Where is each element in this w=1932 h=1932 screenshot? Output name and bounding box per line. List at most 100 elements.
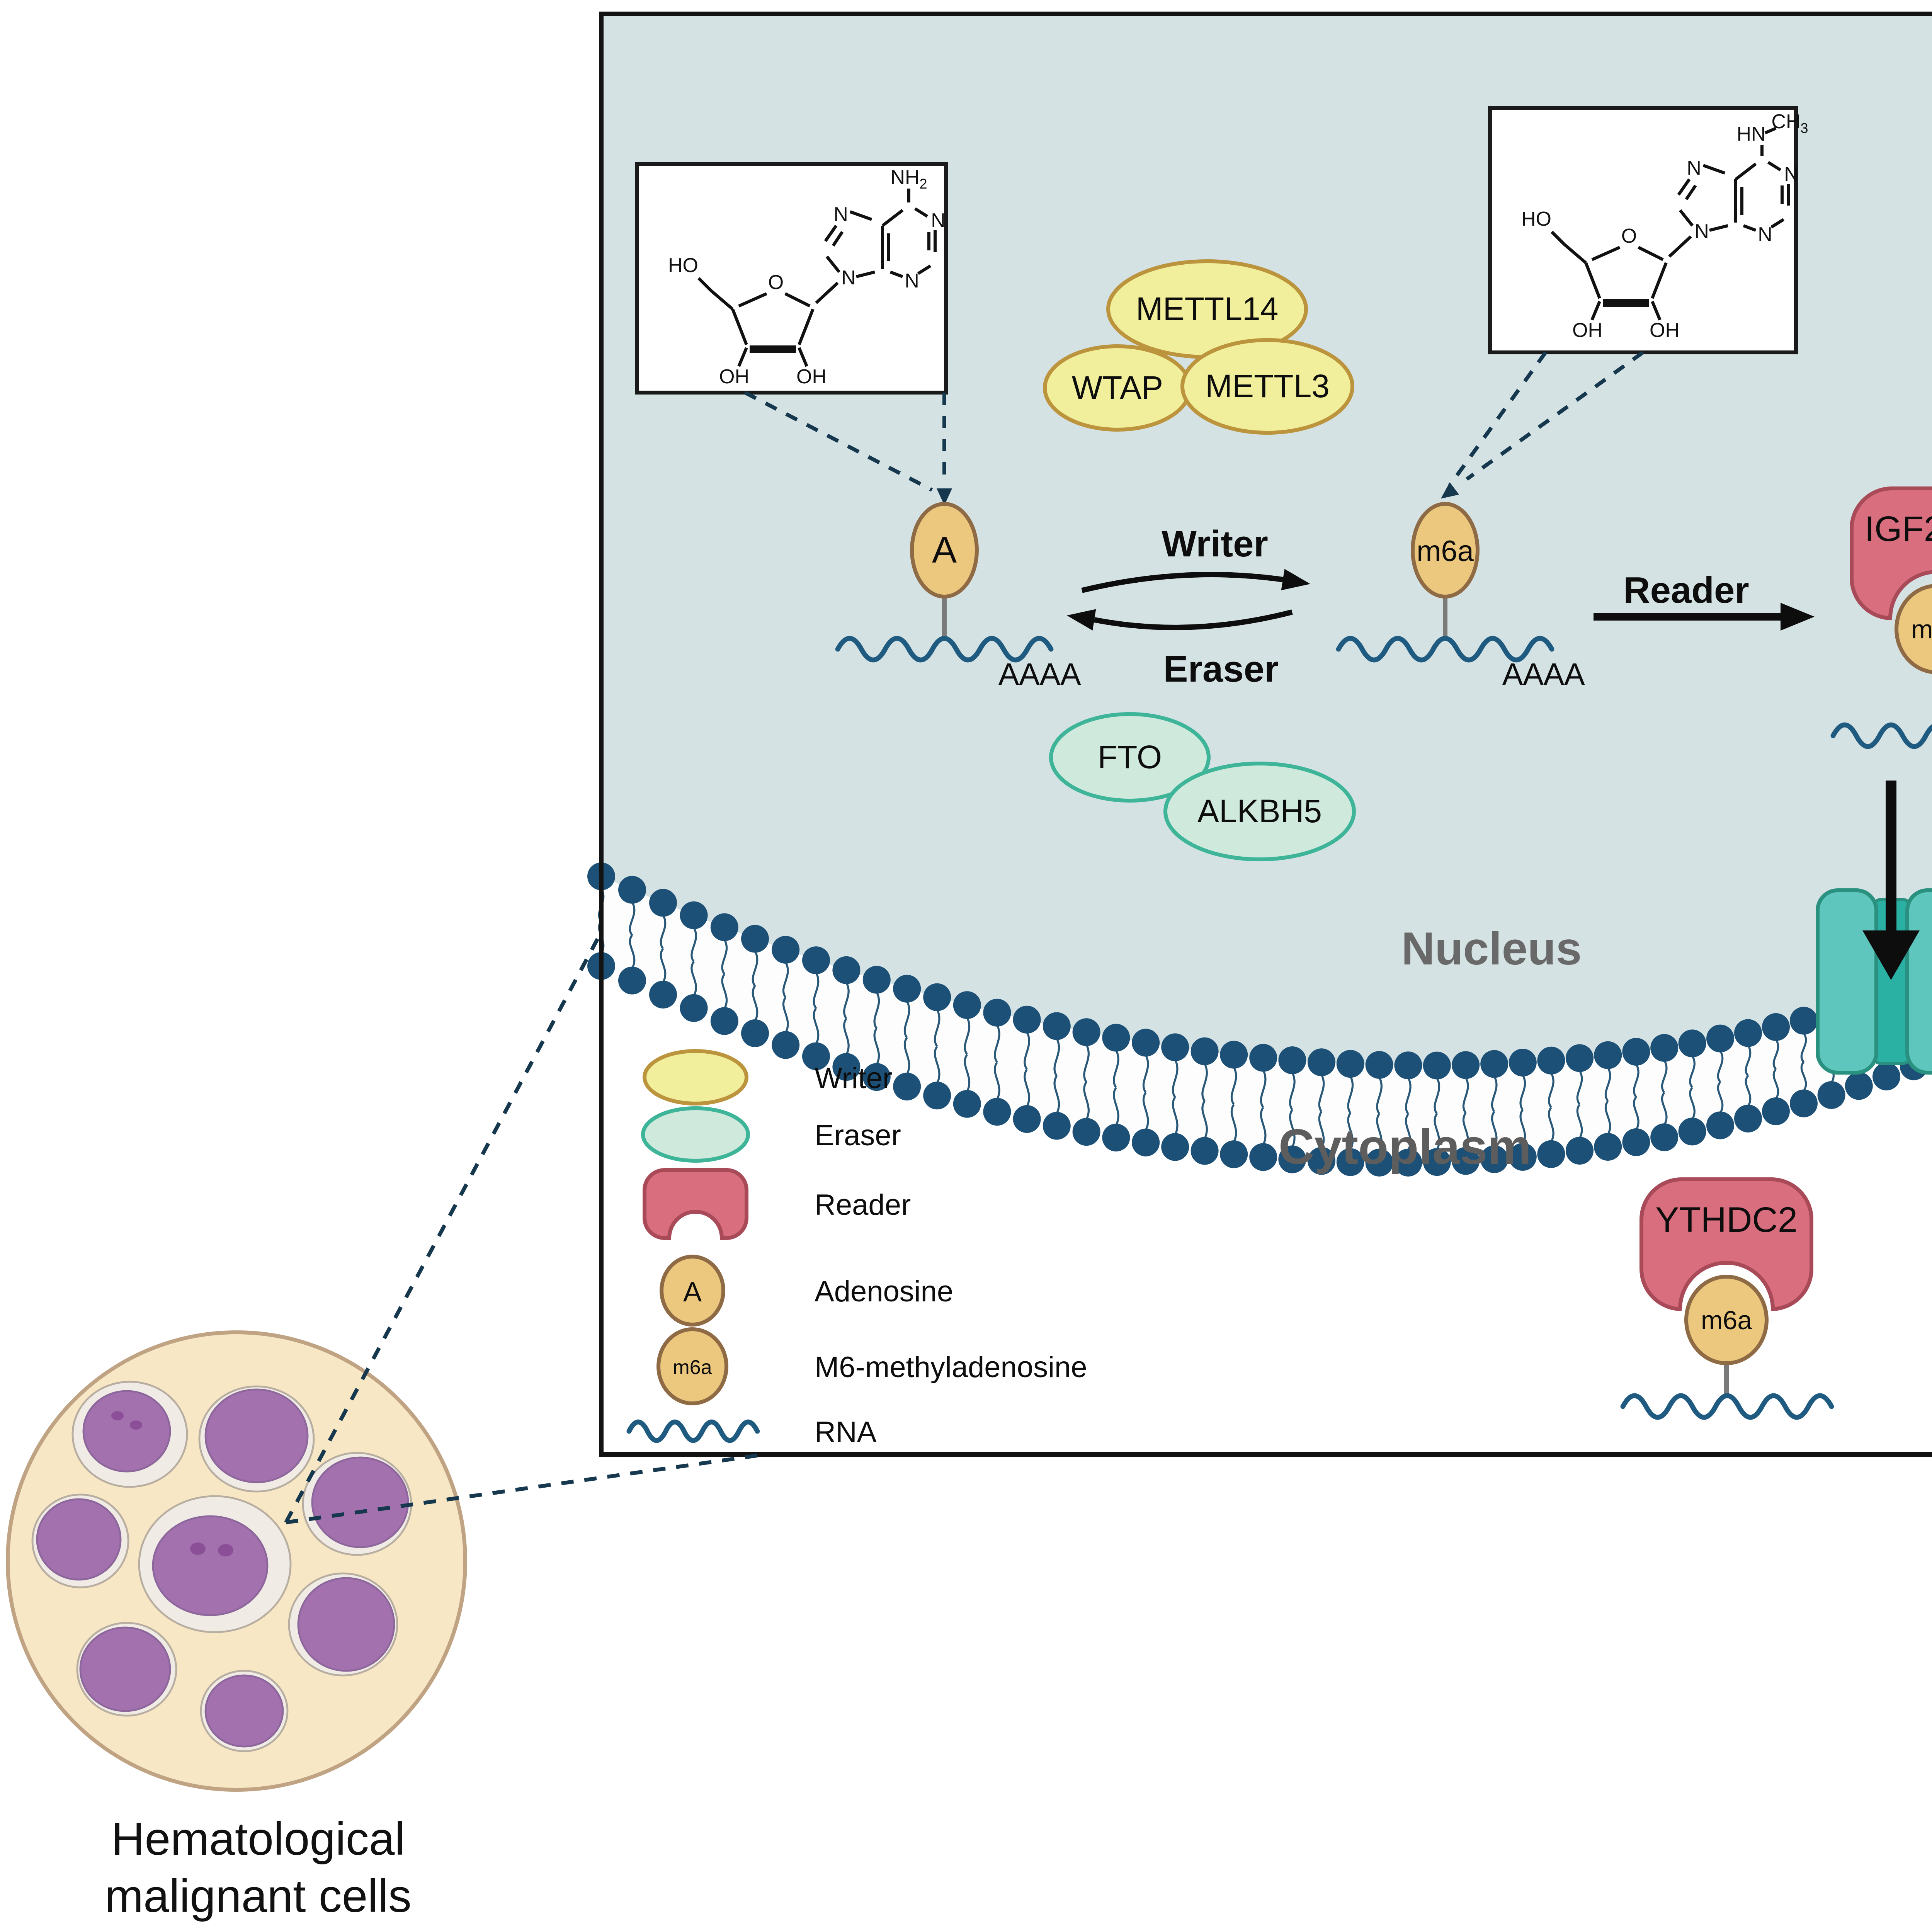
reader-swatch (643, 1168, 748, 1240)
eraser-arrow-label: Eraser (1163, 648, 1279, 690)
legend-item-writer: Writer (643, 1049, 892, 1105)
rna-strand (1830, 722, 1932, 749)
amine-group: HN (1736, 123, 1765, 145)
rna-strand (1336, 636, 1554, 663)
m6a-symbol: m6a (673, 1356, 712, 1379)
writer-arrowhead (1281, 569, 1311, 590)
export-arrow-head (1862, 930, 1920, 980)
adenosine-structure: N N N N NH2 O HO OH OH (668, 166, 946, 388)
legend-rna-label: RNA (815, 1416, 877, 1449)
legend-reader-label: Reader (815, 1189, 911, 1221)
mettl3-ellipse (1180, 338, 1354, 435)
legend-item-eraser: Eraser (641, 1106, 901, 1163)
rna-strand (835, 636, 1054, 663)
panel-border (599, 12, 1932, 1457)
inset-connector-upper (284, 931, 603, 1524)
writer-swatch (643, 1049, 748, 1105)
reader-ythdc2: YTHDC2 m6a (1620, 1177, 1834, 1420)
m6a-symbol: m6a (1911, 615, 1932, 644)
ring-oxygen: O (1621, 225, 1637, 247)
legend-item-reader: Reader (643, 1168, 911, 1240)
eraser-complex: FTO ALKBH5 (1049, 712, 1356, 861)
reader-arrowhead (1781, 603, 1815, 631)
legend-item-adenosine: A Adenosine (660, 1255, 953, 1327)
writer-arrow-label: Writer (1162, 523, 1268, 565)
methyladenosine-structure-box: N N N N HN CH3 O HO OH OH (1488, 106, 1808, 354)
reader-arrow: Reader (1594, 570, 1815, 631)
adenosine-structure-box: N N N N NH2 O HO OH OH (635, 162, 948, 395)
rna-swatch (626, 1419, 760, 1443)
ring-oxygen: O (768, 271, 784, 294)
mettl14-label: METTL14 (1136, 291, 1279, 327)
adenosine-rna: A AAAA (835, 502, 1081, 691)
eraser-swatch (641, 1106, 750, 1163)
m6a-circle (1895, 584, 1932, 674)
legend: Writer Eraser Reader A Adenosine m6a M6-… (626, 1049, 1087, 1449)
atom-n9: N (841, 267, 856, 289)
ho-label: HO (1521, 208, 1551, 230)
atom-n7: N (1687, 157, 1701, 179)
ythdc2-label: YTHDC2 (1655, 1200, 1798, 1240)
m6a-swatch (656, 1327, 728, 1405)
main-panel: N N N N NH2 O HO OH OH (587, 12, 1932, 1457)
writer-complex: METTL14 WTAP METTL3 (1043, 259, 1354, 435)
export-arrow-shaft (1886, 781, 1896, 934)
methyladenosine-structure: N N N N HN CH3 O HO OH OH (1521, 111, 1808, 342)
writer-eraser-arrows: Writer Eraser (1066, 523, 1311, 690)
channel-left-subunit (1816, 888, 1878, 1075)
callout-arrowhead (937, 488, 952, 505)
ythdc2-shape (1639, 1177, 1813, 1311)
methyl-group: CH3 (1771, 111, 1808, 136)
oh-left: OH (719, 366, 749, 388)
oh-right: OH (796, 366, 827, 388)
caption-line1: Hematological (111, 1813, 405, 1865)
legend-adenosine-label: Adenosine (815, 1275, 953, 1308)
fto-label: FTO (1098, 739, 1162, 775)
nuclear-pore-channel (1816, 781, 1932, 1075)
atom-n3: N (1758, 223, 1772, 246)
atom-n9: N (1694, 220, 1709, 243)
callout-arrowhead (1440, 482, 1459, 499)
reader-igf2bps: IGF2BPs m6a (1830, 486, 1932, 749)
legend-item-rna: RNA (626, 1416, 877, 1449)
fto-ellipse (1049, 712, 1211, 803)
adenosine-swatch (660, 1255, 725, 1327)
reader-arrow-label: Reader (1623, 570, 1749, 611)
poly-a-tail: AAAA (1502, 657, 1585, 691)
igf2bps-shape (1850, 486, 1932, 620)
oh-right: OH (1650, 319, 1680, 342)
alkbh5-label: ALKBH5 (1197, 793, 1322, 829)
adenosine-symbol: A (683, 1277, 702, 1308)
legend-m6a-label: M6-methyladenosine (815, 1351, 1087, 1384)
legend-eraser-label: Eraser (815, 1119, 901, 1152)
inset-connector-lower (286, 1452, 765, 1524)
cytoplasm-label: Cytoplasm (1279, 1119, 1531, 1175)
legend-writer-label: Writer (815, 1062, 892, 1095)
m6a-rna: m6a AAAA (1336, 502, 1585, 691)
eraser-arrowhead (1066, 609, 1096, 631)
m6a-circle (1684, 1275, 1769, 1365)
channel-right-subunit (1905, 888, 1932, 1075)
atom-n3: N (905, 270, 919, 292)
poly-a-tail: AAAA (998, 657, 1081, 691)
atom-n7: N (833, 203, 848, 226)
rna-strand (1620, 1393, 1834, 1420)
m6a-circle (1411, 502, 1480, 599)
legend-item-m6a: m6a M6-methyladenosine (656, 1327, 1087, 1405)
malignant-cells (31, 1381, 412, 1752)
mettl3-label: METTL3 (1205, 368, 1330, 404)
oh-left: OH (1572, 319, 1602, 342)
ho-label: HO (668, 254, 698, 277)
nucleus-label: Nucleus (1401, 923, 1582, 975)
m6a-symbol: m6a (1417, 535, 1474, 568)
structure-callout-lines (744, 350, 1644, 505)
atom-n1: N (1784, 163, 1799, 185)
caption-line2: malignant cells (105, 1870, 412, 1922)
wtap-label: WTAP (1072, 369, 1163, 406)
m6a-symbol: m6a (1701, 1306, 1752, 1335)
alkbh5-ellipse (1163, 762, 1356, 861)
adenosine-symbol: A (932, 529, 957, 571)
amine-group: NH2 (890, 166, 927, 192)
